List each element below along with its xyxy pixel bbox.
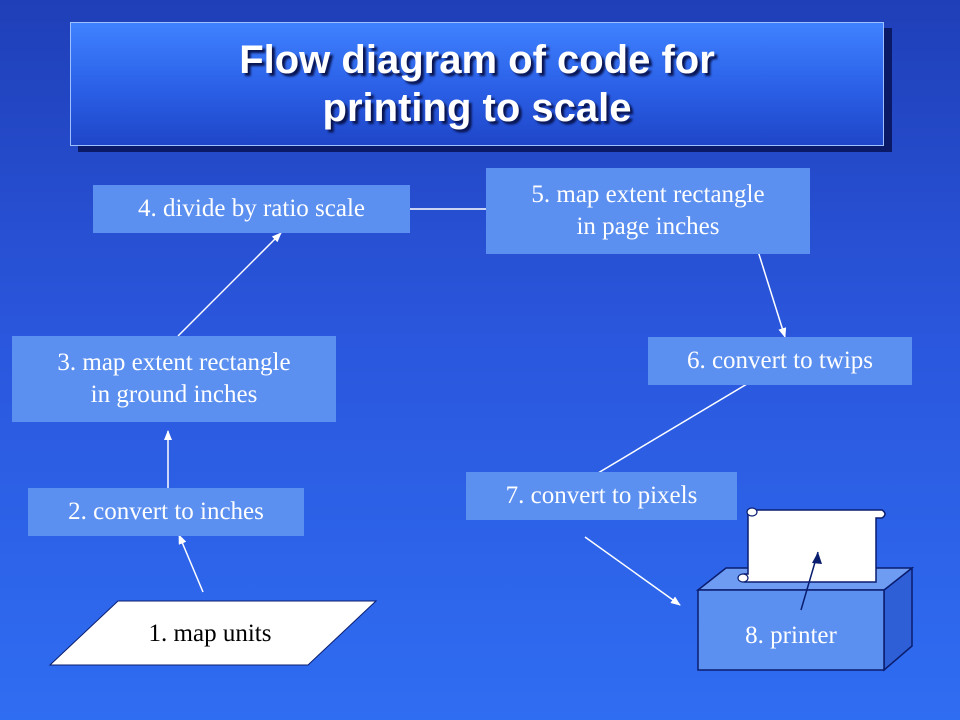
node-ground-extent-line-1: 3. map extent rectangle xyxy=(57,349,291,376)
arrow-1-to-2 xyxy=(178,534,204,593)
paper-curl-top xyxy=(746,507,758,517)
node-ground-extent: 3. map extent rectangle in ground inches xyxy=(12,336,336,422)
printer-icon xyxy=(695,507,915,672)
node-page-extent-line-2: in page inches xyxy=(576,213,720,240)
node-ground-extent-line-2: in ground inches xyxy=(90,381,258,408)
title-line-2: printing to scale xyxy=(322,86,632,130)
title-line-1: Flow diagram of code for xyxy=(239,38,715,82)
node-map-units: 1. map units xyxy=(148,620,272,647)
node-divide-by-ratio-label: 4. divide by ratio scale xyxy=(137,195,365,222)
arrow-7-to-8 xyxy=(584,536,681,606)
arrow-6-to-7 xyxy=(582,380,753,483)
node-page-extent: 5. map extent rectangle in page inches xyxy=(486,168,810,254)
node-convert-to-inches: 2. convert to inches xyxy=(28,488,304,536)
node-convert-to-twips: 6. convert to twips xyxy=(648,337,912,385)
paper-curl-bottom xyxy=(737,573,749,583)
node-divide-by-ratio: 4. divide by ratio scale xyxy=(93,185,410,233)
node-convert-to-twips-label: 6. convert to twips xyxy=(686,347,874,374)
title-banner: Flow diagram of code for printing to sca… xyxy=(70,22,884,146)
node-page-extent-line-1: 5. map extent rectangle xyxy=(531,181,765,208)
node-convert-to-pixels-label: 7. convert to pixels xyxy=(505,482,698,509)
arrow-3-to-4 xyxy=(177,232,282,337)
map-units-shape xyxy=(48,600,378,666)
node-convert-to-inches-label: 2. convert to inches xyxy=(68,498,264,525)
printer-front xyxy=(697,589,885,671)
node-convert-to-pixels: 7. convert to pixels xyxy=(466,472,737,520)
arrow-8-to-paper-head xyxy=(812,552,822,564)
node-printer: 8. printer xyxy=(745,622,837,649)
